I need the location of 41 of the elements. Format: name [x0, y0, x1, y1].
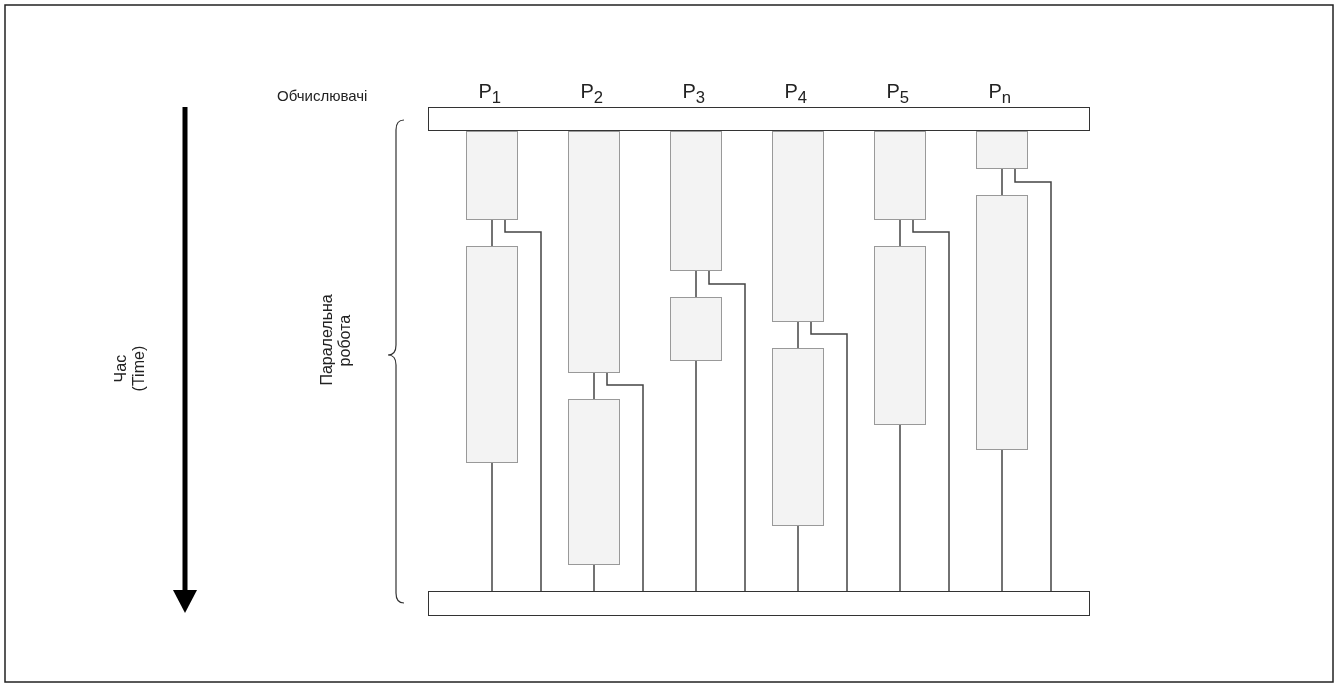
connector-line — [606, 372, 644, 592]
connector-line — [797, 321, 799, 349]
connector-line — [1014, 168, 1052, 592]
connector-line — [912, 219, 950, 592]
connector-line — [1001, 449, 1003, 592]
connector-line — [695, 270, 697, 298]
connector-line — [504, 219, 542, 592]
task-box — [874, 246, 926, 425]
axis-label: Обчислювачі — [277, 87, 368, 104]
connector-line — [899, 424, 901, 592]
task-box — [772, 348, 824, 526]
brace-label: Паралельна робота — [318, 295, 354, 386]
processor-label: P$_{n}$ — [988, 80, 1012, 108]
connector-line — [708, 270, 746, 592]
task-box — [976, 131, 1028, 169]
task-box — [670, 297, 722, 361]
connector-line — [593, 564, 595, 592]
axis-label: Час (Time) — [112, 344, 148, 393]
task-box — [772, 131, 824, 322]
connector-line — [491, 219, 493, 247]
timeline-bar — [428, 591, 1090, 616]
task-box — [568, 399, 620, 565]
connector-line — [1001, 168, 1003, 196]
connector-line — [899, 219, 901, 247]
task-box — [976, 195, 1028, 450]
task-box — [466, 131, 518, 220]
connector-line — [797, 525, 799, 592]
connector-line — [593, 372, 595, 400]
task-box — [874, 131, 926, 220]
timeline-bar — [428, 107, 1090, 131]
task-box — [670, 131, 722, 271]
connector-line — [695, 360, 697, 592]
processor-label: P$_{3}$ — [682, 80, 706, 108]
task-box — [568, 131, 620, 373]
task-box — [466, 246, 518, 463]
processor-label: P$_{1}$ — [478, 80, 502, 108]
processor-label: P$_{4}$ — [784, 80, 808, 108]
processor-label: P$_{5}$ — [886, 80, 910, 108]
connector-line — [491, 462, 493, 592]
connector-line — [810, 321, 848, 592]
processor-label: P$_{2}$ — [580, 80, 604, 108]
